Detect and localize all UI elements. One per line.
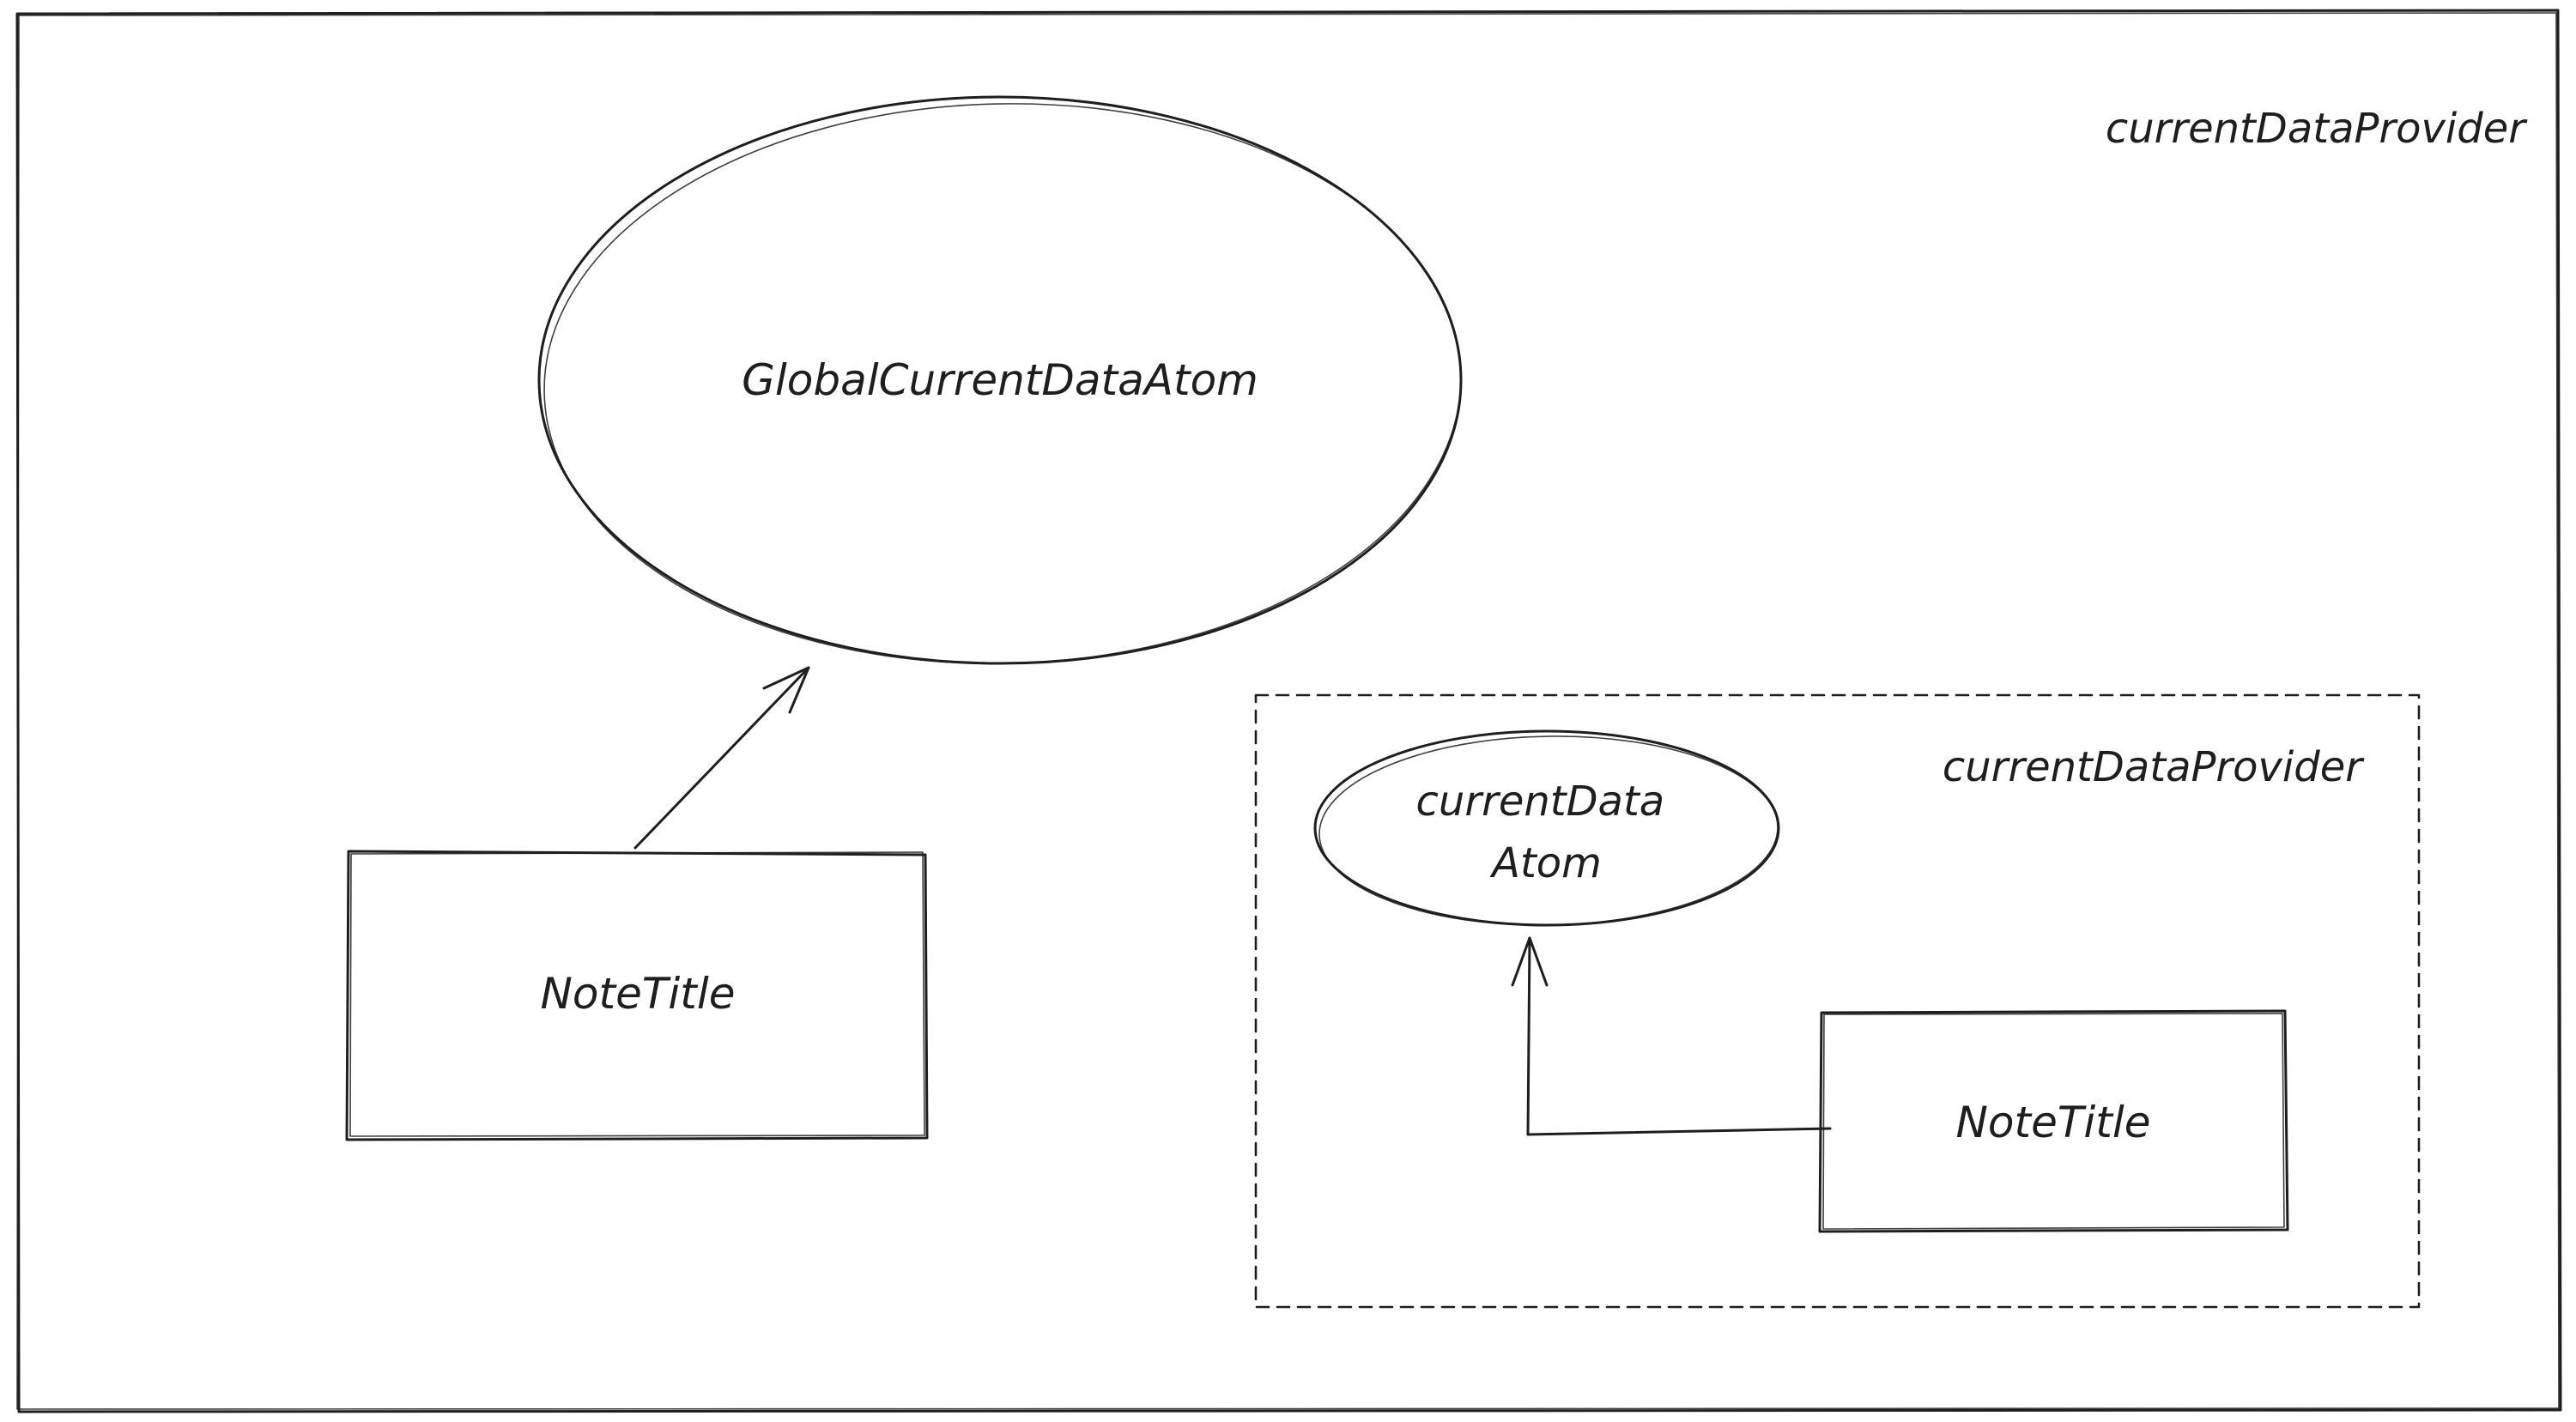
inner-atom-label-line1: currentData: [1416, 778, 1665, 826]
right-note-title-label: NoteTitle: [1955, 1098, 2150, 1147]
outer-provider-label: currentDataProvider: [2106, 105, 2528, 153]
inner-provider-label: currentDataProvider: [1943, 743, 2365, 791]
global-atom-ellipse: [537, 95, 1463, 665]
inner-provider-container: [1254, 693, 2421, 1309]
left-note-title-label: NoteTitle: [540, 969, 735, 1019]
left-to-global-arrow: [633, 666, 810, 850]
inner-atom-label: currentData Atom: [1416, 778, 1678, 887]
outer-provider-container: [15, 9, 2562, 1413]
left-note-title-box: [345, 850, 929, 1141]
right-to-inner-arrow: [1511, 936, 1832, 1136]
global-atom-label: GlobalCurrentDataAtom: [742, 355, 1258, 405]
inner-atom-label-line2: Atom: [1489, 839, 1602, 887]
right-note-title-box: [1818, 1009, 2289, 1233]
inner-atom-ellipse: [1313, 729, 1780, 927]
